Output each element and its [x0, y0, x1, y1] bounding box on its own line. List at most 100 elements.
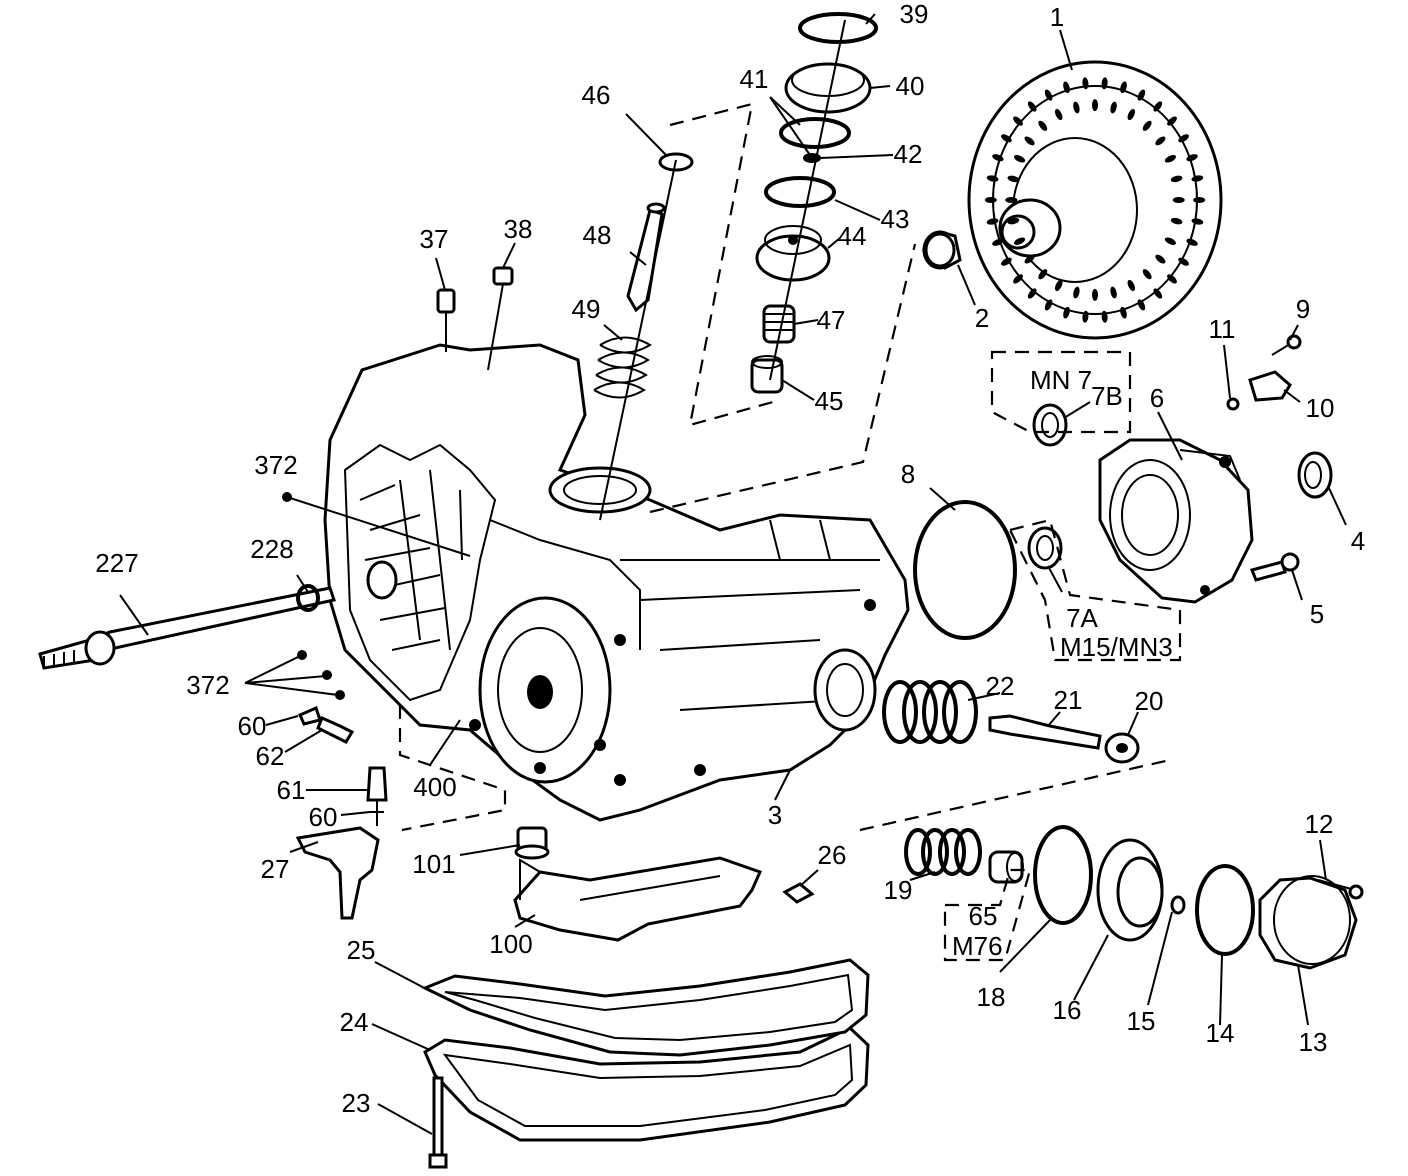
seal-228 [296, 584, 320, 612]
converter-vent-hole [1153, 288, 1163, 299]
retainer-60a [298, 705, 322, 726]
converter-vent-hole [986, 175, 999, 182]
converter-vent-hole [1038, 269, 1048, 280]
callout-2: 2 [974, 303, 990, 333]
callout-372-top: 372 [254, 450, 298, 480]
converter-vent-hole [1014, 237, 1026, 245]
callout-61: 61 [276, 775, 306, 805]
converter-vent-hole [1164, 237, 1176, 245]
oil-pan-24 [423, 1026, 870, 1142]
seal-4 [1297, 451, 1333, 499]
option-label-m15-mn3: M15/MN3 [1060, 632, 1173, 662]
callout-8: 8 [900, 459, 916, 489]
washer-11 [1226, 397, 1240, 411]
bolt-23 [428, 1076, 448, 1169]
callout-16: 16 [1052, 995, 1082, 1025]
cover-13 [1258, 875, 1358, 970]
converter-vent-hole [1110, 286, 1117, 299]
seal-7b [1032, 403, 1068, 447]
converter-vent-hole [1063, 306, 1070, 319]
callout-42: 42 [893, 139, 923, 169]
snap-ring-39 [798, 12, 878, 44]
callout-60b: 60 [308, 802, 338, 832]
converter-vent-hole [1170, 175, 1183, 183]
washer-20 [1104, 732, 1140, 764]
converter-vent-hole [1178, 134, 1189, 143]
torque-converter [967, 60, 1223, 340]
callout-19: 19 [883, 875, 913, 905]
callout-7a: 7A [1066, 603, 1098, 633]
callout-15: 15 [1126, 1006, 1156, 1036]
seal-43 [764, 176, 836, 208]
fitting-61 [366, 766, 388, 826]
o-ring-8 [913, 500, 1017, 640]
converter-vent-hole [1120, 81, 1127, 94]
callout-24: 24 [339, 1007, 369, 1037]
callout-1: 1 [1049, 2, 1065, 32]
converter-vent-hole [1082, 310, 1089, 323]
converter-vent-hole [1153, 101, 1163, 112]
o-ring-14 [1195, 864, 1255, 956]
converter-vent-hole [1024, 254, 1035, 264]
converter-vent-hole [1186, 238, 1198, 246]
callout-372-bottom: 372 [186, 670, 230, 700]
converter-vent-hole [986, 218, 999, 225]
callout-49: 49 [571, 294, 601, 324]
converter-vent-hole [992, 238, 1004, 246]
callout-400: 400 [413, 772, 457, 802]
piston-16 [1096, 838, 1164, 942]
converter-vent-hole [1044, 299, 1053, 311]
converter-vent-hole [1167, 274, 1177, 284]
seal-7a [1027, 526, 1063, 570]
callout-44: 44 [837, 221, 867, 251]
dashed-guides [398, 102, 1182, 962]
spring-49 [593, 336, 652, 399]
converter-vent-hole [1120, 306, 1127, 319]
callout-5: 5 [1309, 599, 1325, 629]
converter-vent-hole [1092, 99, 1098, 112]
callout-40: 40 [895, 71, 925, 101]
callout-65: 65 [968, 901, 998, 931]
converter-vent-hole [1073, 286, 1080, 299]
assembly-axis-accumulator [769, 19, 846, 381]
plug-37 [436, 288, 456, 352]
converter-vent-hole [1044, 89, 1053, 101]
converter-vent-hole [1073, 101, 1080, 114]
callout-22: 22 [985, 671, 1015, 701]
part-65 [988, 850, 1024, 884]
seal-41 [779, 117, 851, 149]
seal-101 [514, 826, 550, 860]
callout-7b: 7B [1091, 381, 1123, 411]
transmission-case [323, 343, 910, 822]
callout-18: 18 [976, 982, 1006, 1012]
converter-vent-hole [1142, 269, 1152, 280]
spring-19 [904, 828, 982, 876]
converter-vent-hole [1082, 77, 1089, 90]
converter-vent-hole [1001, 134, 1012, 143]
callout-12: 12 [1304, 809, 1334, 839]
converter-vent-hole [1024, 136, 1035, 146]
callout-23: 23 [341, 1088, 371, 1118]
converter-vent-hole [1137, 299, 1146, 311]
fitting-62 [316, 715, 355, 744]
converter-vent-hole [1137, 89, 1146, 101]
callout-46: 46 [581, 80, 611, 110]
converter-vent-hole [1193, 197, 1206, 203]
pin-48 [626, 202, 666, 313]
converter-vent-hole [1054, 279, 1063, 292]
callout-38: 38 [503, 214, 533, 244]
case-bore [366, 560, 398, 600]
oil-pump-6 [1098, 438, 1254, 604]
converter-vent-hole [1127, 279, 1136, 292]
converter-vent-hole [1186, 154, 1198, 162]
converter-vent-hole [1101, 77, 1108, 90]
gasket-26 [782, 882, 815, 904]
converter-vent-hole [1101, 310, 1108, 323]
converter-vent-hole [1005, 197, 1018, 203]
callout-41: 41 [739, 64, 769, 94]
callout-11: 11 [1208, 314, 1236, 344]
bracket-27 [295, 826, 380, 920]
converter-vent-hole [1170, 217, 1183, 225]
callout-10: 10 [1305, 393, 1335, 423]
converter-vent-hole [992, 154, 1004, 162]
